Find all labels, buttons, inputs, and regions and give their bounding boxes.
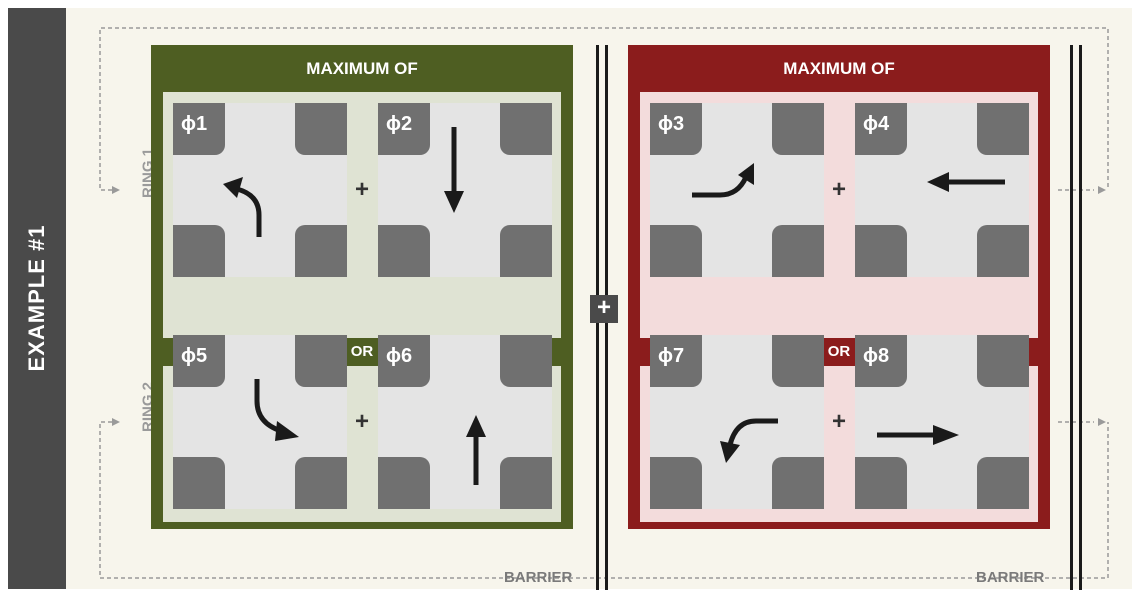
left-turn-arrow-icon xyxy=(223,177,262,237)
or-label: OR xyxy=(827,343,851,360)
phase-6-intersection: ϕ6 xyxy=(378,335,552,509)
phase-label: ϕ4 xyxy=(863,113,890,135)
barrier-label-center: BARRIER xyxy=(504,569,573,586)
phase-2-intersection: ϕ2 xyxy=(378,103,552,277)
phase-label: ϕ2 xyxy=(386,113,413,135)
group-header: MAXIMUM OF xyxy=(783,59,895,78)
plus-icon: + xyxy=(354,408,369,435)
phase-7-intersection: ϕ7 xyxy=(650,335,824,509)
plus-icon: + xyxy=(831,176,846,203)
plus-icon: + xyxy=(354,176,369,203)
phase-label: ϕ6 xyxy=(386,345,413,367)
right-turn-arrow-icon xyxy=(254,379,299,441)
phase-group-red: MAXIMUM OF OR ϕ3 + ϕ4 ϕ7 + xyxy=(628,45,1050,529)
phase-label: ϕ3 xyxy=(658,113,685,135)
group-header: MAXIMUM OF xyxy=(306,59,418,78)
barrier-label-right: BARRIER xyxy=(976,569,1045,586)
phase-3-intersection: ϕ3 xyxy=(650,103,824,277)
or-label: OR xyxy=(350,343,374,360)
left-arrow-icon xyxy=(927,172,1005,192)
phase-label: ϕ1 xyxy=(181,113,208,135)
plus-icon: + xyxy=(831,408,846,435)
phase-label: ϕ7 xyxy=(658,345,685,367)
example-sidebar xyxy=(8,8,66,589)
phase-1-intersection: ϕ1 xyxy=(173,103,347,277)
right-arrow-icon xyxy=(877,425,959,445)
phase-group-green: MAXIMUM OF OR ϕ1 + ϕ2 ϕ5 + xyxy=(151,45,573,529)
phase-4-intersection: ϕ4 xyxy=(855,103,1029,277)
left-turn-arrow-icon xyxy=(720,418,778,463)
left-turn-arrow-icon xyxy=(692,163,754,198)
phase-label: ϕ8 xyxy=(863,345,890,367)
barrier-line-right xyxy=(1070,45,1082,590)
down-arrow-icon xyxy=(444,127,464,213)
phase-5-intersection: ϕ5 xyxy=(173,335,347,509)
center-plus-icon: + xyxy=(590,295,618,323)
up-arrow-icon xyxy=(466,415,486,485)
phase-label: ϕ5 xyxy=(181,345,208,367)
phase-8-intersection: ϕ8 xyxy=(855,335,1029,509)
